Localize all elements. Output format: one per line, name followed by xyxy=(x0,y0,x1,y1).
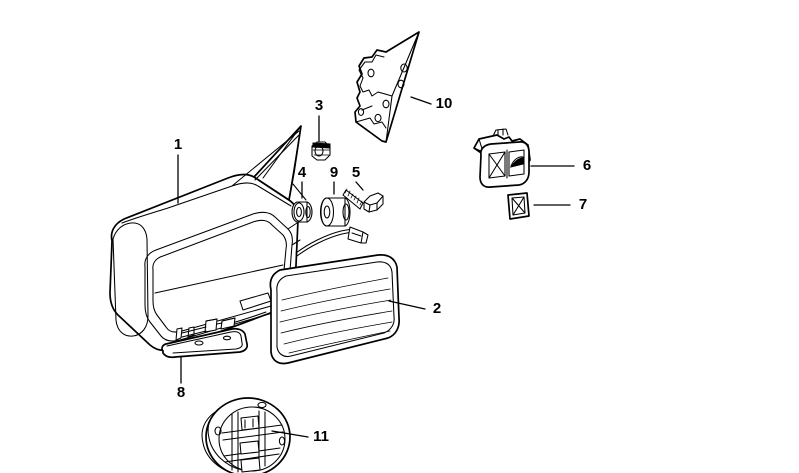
leader-line-mirror-drive-motor xyxy=(271,430,309,438)
part-sail-panel-gasket xyxy=(354,31,420,143)
callout-label-sail-panel-gasket: 10 xyxy=(436,95,453,112)
part-sealing-grommet xyxy=(291,201,313,223)
callout-leader-lines xyxy=(177,96,575,438)
callout-label-mirror-drive-motor: 11 xyxy=(313,428,329,445)
callout-label-mirror-base-bracket: 8 xyxy=(177,384,185,401)
callout-label-hex-nut: 3 xyxy=(315,97,323,114)
part-spacer-bushing xyxy=(319,197,351,227)
part-hex-bolt xyxy=(342,188,384,213)
mirror-wiring-harness xyxy=(295,226,369,257)
callout-label-mirror-glass: 2 xyxy=(433,300,441,317)
callout-label-mirror-housing: 1 xyxy=(174,136,182,153)
callout-label-hex-bolt: 5 xyxy=(352,164,360,181)
part-mirror-drive-motor xyxy=(201,397,291,473)
leader-line-mirror-glass xyxy=(388,300,426,310)
callout-label-mirror-control-switch: 6 xyxy=(583,157,591,174)
leader-line-hex-bolt xyxy=(355,181,364,191)
part-switch-button-cap xyxy=(507,192,530,220)
part-mirror-glass xyxy=(269,254,400,365)
callout-labels: 1 2 3 4 5 6 7 8 9 10 11 xyxy=(174,95,591,445)
part-mirror-base-bracket xyxy=(161,317,249,359)
part-mirror-control-switch xyxy=(473,128,531,188)
callout-label-sealing-grommet: 4 xyxy=(298,164,307,181)
callout-label-switch-button-cap: 7 xyxy=(579,196,587,213)
part-hex-nut xyxy=(311,141,331,161)
leader-line-sail-panel-gasket xyxy=(410,96,432,105)
callout-label-spacer-bushing: 9 xyxy=(330,164,338,181)
